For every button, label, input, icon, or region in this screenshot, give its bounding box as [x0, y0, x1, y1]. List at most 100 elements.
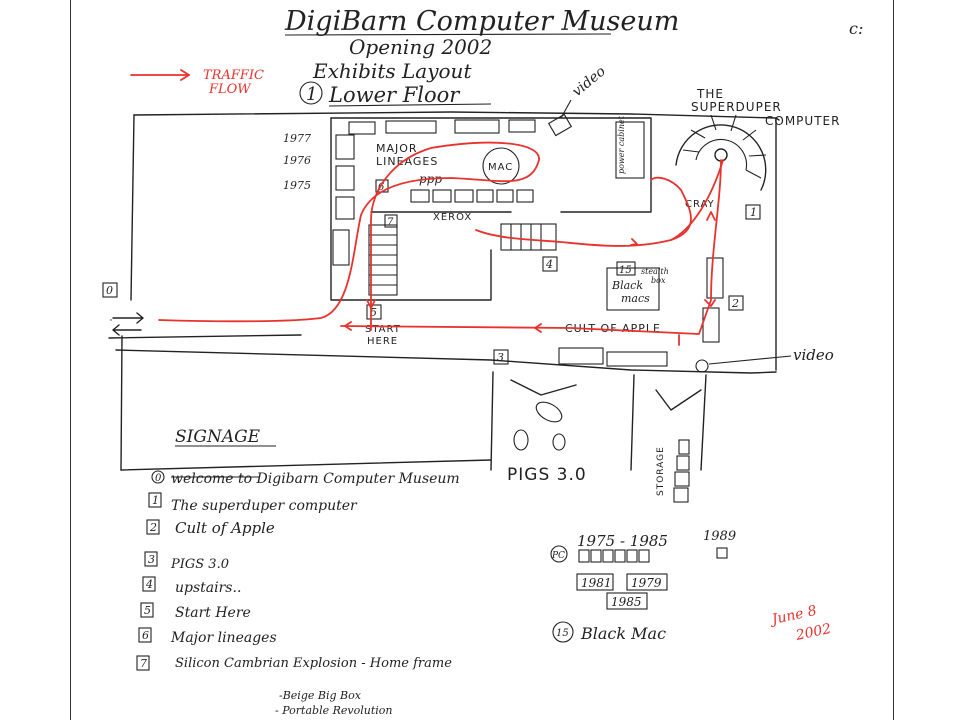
title-underline: [284, 33, 612, 36]
signage-item-5: 5 Start Here: [140, 602, 251, 621]
svg-text:7: 7: [140, 657, 147, 670]
svg-text:1: 1: [152, 494, 159, 507]
pc-range: 1975 - 1985: [577, 532, 668, 550]
floor-number-circle: [299, 81, 323, 105]
traffic-path-cray: [670, 159, 724, 241]
year-1976: 1976: [283, 154, 311, 167]
flow-arrow: [630, 238, 638, 246]
black-macs-table: [606, 267, 660, 311]
corridor-wall-west: [108, 334, 302, 339]
svg-text:6: 6: [378, 182, 385, 193]
signage-item-6: 6 Major lineages: [138, 627, 277, 646]
mac-label: MAC: [488, 162, 513, 173]
traffic-label-2: FLOW: [208, 82, 252, 97]
inner-room-north: [330, 117, 652, 213]
svg-text:1979: 1979: [631, 576, 662, 590]
storage-boxes: [673, 439, 690, 503]
location-marker-0: 0: [102, 282, 118, 298]
exhibit-box: [335, 196, 355, 220]
svg-text:2: 2: [731, 297, 739, 310]
year-1975: 1975: [283, 179, 311, 192]
black-mac-label: Black Mac: [580, 624, 666, 643]
svg-text:PIGS 3.0: PIGS 3.0: [170, 557, 229, 572]
exhibit-box: [702, 307, 720, 343]
pigs-label: PIGS 3.0: [507, 465, 587, 485]
pc-year-1989: 1989: [703, 529, 736, 544]
exhibit-box: [335, 165, 355, 191]
signage-item-0: 0 welcome to Digibarn Computer Museum: [151, 470, 460, 487]
pigs-door: [510, 379, 577, 396]
title-line-1: DigiBarn Computer Museum: [284, 6, 679, 37]
south-wall-left: [120, 459, 492, 471]
inner-room-outline: [330, 117, 492, 301]
major-lineages-label-1: MAJOR: [376, 142, 418, 155]
entrance-arrow-out: [112, 324, 142, 336]
flow-arrow: [534, 323, 542, 333]
svg-text:2: 2: [149, 521, 157, 534]
video-monitor-circle: [695, 359, 709, 373]
exhibit-box: [454, 189, 474, 203]
video-monitor-box: [547, 113, 573, 137]
svg-text:upstairs..: upstairs..: [175, 580, 241, 596]
mac-circle: [482, 147, 520, 185]
location-marker-3: 3: [493, 349, 509, 365]
power-cabinet-box: [615, 121, 645, 179]
year-1977: 1977: [283, 132, 311, 145]
title-line-3: Exhibits Layout: [312, 59, 472, 83]
storage-door: [655, 389, 702, 411]
traffic-flow-arrowhead: [180, 69, 190, 81]
exhibit-box: [454, 119, 500, 134]
title-line-2: Opening 2002: [349, 35, 492, 59]
svg-text:3: 3: [148, 553, 155, 566]
pc-box-1985: 1985: [606, 592, 648, 610]
svg-text:The superduper computer: The superduper computer: [171, 498, 358, 514]
location-marker-7: 7: [384, 214, 398, 228]
scanned-sheet: DigiBarn Computer Museum Opening 2002 Ex…: [70, 0, 894, 720]
svg-text:welcome to Digibarn Computer M: welcome to Digibarn Computer Museum: [171, 471, 460, 487]
pc-1989-box: [716, 547, 728, 559]
pc-box-1981: 1981: [576, 573, 614, 591]
signage-item-3: 3 PIGS 3.0: [144, 551, 229, 572]
exhibit-box: [706, 257, 724, 299]
svg-text:0: 0: [155, 473, 162, 484]
storage-wall: [700, 374, 707, 471]
entrance-arrow-in: [112, 312, 144, 324]
svg-text:15: 15: [619, 265, 632, 276]
svg-text:3: 3: [497, 351, 504, 364]
exhibit-box: [558, 347, 604, 365]
major-lineages-label-2: LINEAGES: [376, 155, 438, 168]
location-marker-2: 2: [728, 295, 744, 311]
stealth-box-label-1: stealth: [641, 267, 669, 276]
superduper-label-2: SUPERDUPER: [691, 100, 782, 114]
exhibit-box: [385, 120, 437, 134]
svg-text:Cult of Apple: Cult of Apple: [175, 519, 275, 537]
exhibit-box: [476, 189, 494, 203]
pigs-figures: [513, 401, 566, 451]
svg-text:- Portable Revolution: - Portable Revolution: [275, 704, 392, 717]
svg-text:15: 15: [556, 628, 569, 639]
xerox-label: XEROX: [433, 212, 472, 223]
black-macs-label-1: Black: [611, 279, 643, 292]
signage-item-2: 2 Cult of Apple: [146, 519, 275, 537]
svg-text:5: 5: [144, 604, 151, 617]
pc-tag: PC: [550, 545, 568, 563]
exhibit-box: [332, 229, 350, 266]
traffic-path-apple: [340, 159, 722, 335]
svg-text:7: 7: [387, 217, 394, 228]
signage-item-7: 7 Silicon Cambrian Explosion - Home fram…: [136, 655, 452, 717]
svg-text:Major lineages: Major lineages: [170, 630, 277, 646]
video-right-label: video: [793, 346, 834, 364]
exhibit-box: [606, 351, 668, 367]
traffic-path-middle: [475, 176, 692, 247]
black-macs-label-2: macs: [621, 292, 650, 305]
corridor-south-wall: [115, 349, 777, 374]
date-line-2: 2002: [794, 621, 833, 644]
north-wall: [133, 111, 780, 121]
floor-number: 1: [306, 84, 317, 105]
superduper-computer: [675, 114, 767, 191]
svg-text:4: 4: [545, 258, 553, 271]
video-top-label: video: [569, 63, 608, 100]
floor-underline: [328, 103, 492, 107]
traffic-path-entry: [158, 141, 540, 331]
exhibit-box: [410, 189, 430, 203]
